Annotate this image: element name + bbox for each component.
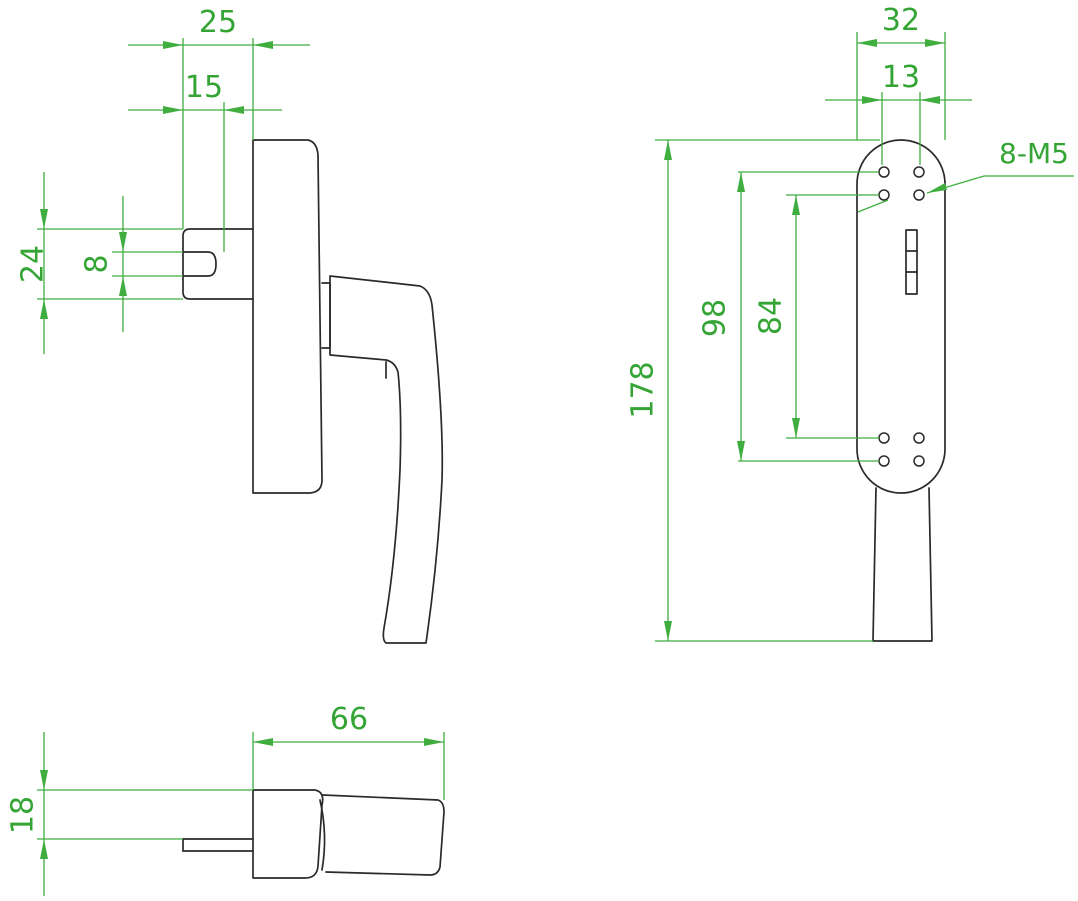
front-view bbox=[856, 139, 946, 642]
dim-label-side-spindle: 15 bbox=[185, 70, 223, 105]
hole bbox=[878, 432, 890, 444]
side-view bbox=[182, 139, 444, 644]
dim-label-side-width: 25 bbox=[199, 5, 237, 40]
hole bbox=[878, 166, 890, 178]
hole bbox=[878, 455, 890, 467]
side-view-dimensions: 25 15 24 8 bbox=[16, 5, 310, 354]
front-view-mounting-holes bbox=[878, 166, 925, 467]
front-view-slot bbox=[905, 229, 918, 295]
hole bbox=[913, 432, 925, 444]
dim-label-front-inner: 13 bbox=[882, 60, 920, 95]
dim-label-bottom-length: 66 bbox=[330, 702, 368, 737]
side-view-base-plate bbox=[252, 139, 323, 494]
dim-label-bottom-height: 18 bbox=[6, 796, 41, 834]
dim-label-front-outer-spacing: 98 bbox=[698, 299, 733, 337]
bottom-view-base bbox=[252, 789, 324, 879]
side-view-spindle bbox=[182, 228, 254, 300]
dim-label-front-holes: 8-M5 bbox=[999, 137, 1069, 170]
dim-label-front-total-height: 178 bbox=[626, 361, 661, 418]
hole bbox=[913, 455, 925, 467]
hole bbox=[913, 166, 925, 178]
hole bbox=[913, 189, 925, 201]
front-view-plate bbox=[856, 139, 946, 494]
side-view-neck bbox=[321, 282, 331, 349]
bottom-view-lever bbox=[322, 794, 445, 876]
side-view-lever bbox=[329, 275, 444, 644]
bottom-view-dimensions: 66 18 bbox=[6, 702, 445, 896]
front-view-dimensions: 32 13 8-M5 178 98 84 bbox=[626, 3, 1074, 642]
front-view-lever bbox=[872, 487, 933, 642]
bottom-view bbox=[182, 789, 445, 879]
dim-label-side-slot: 8 bbox=[80, 254, 115, 273]
dim-label-front-width: 32 bbox=[882, 3, 920, 38]
bottom-view-neck bbox=[319, 799, 326, 871]
hole bbox=[878, 189, 890, 201]
dim-label-side-height: 24 bbox=[16, 245, 51, 283]
dim-label-front-inner-spacing: 84 bbox=[754, 297, 789, 335]
